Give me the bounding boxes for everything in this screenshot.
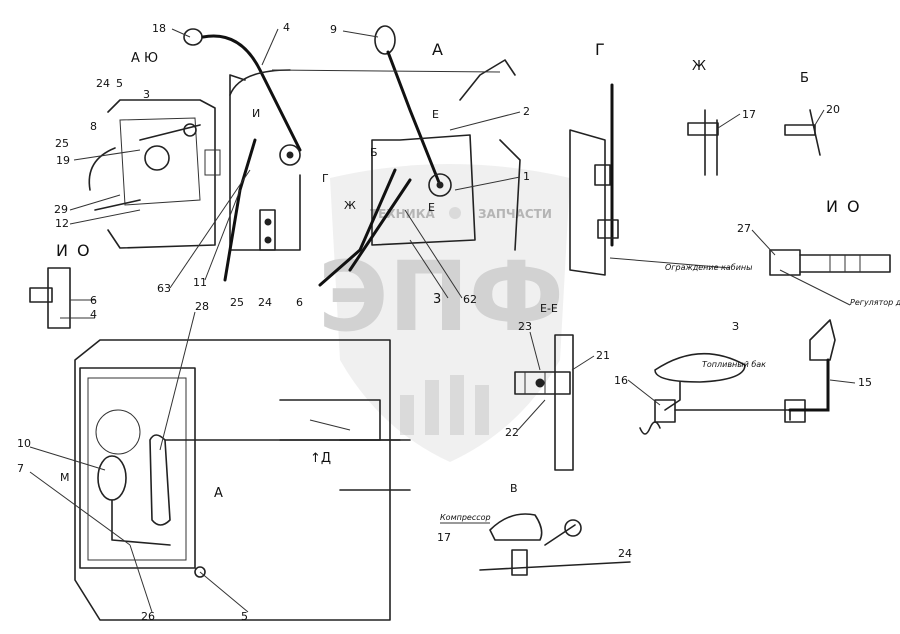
callout-17b: 17 <box>437 531 451 544</box>
callout-5b: 5 <box>241 610 248 623</box>
view-label-b: Б <box>800 71 809 86</box>
callout-g: Г <box>322 172 329 185</box>
callout-17a: 17 <box>742 108 756 121</box>
callout-e2: Е <box>428 201 435 214</box>
callout-20: 20 <box>826 103 840 116</box>
view-label-g: Г <box>595 40 607 59</box>
callout-63: 63 <box>157 282 171 295</box>
callout-7: 7 <box>17 462 24 475</box>
view-label-io-right: И О <box>826 197 862 216</box>
view-label-ee: Е-Е <box>540 302 558 315</box>
gear-icon <box>449 207 461 219</box>
view-label-d-bottom: ↑Д <box>310 451 331 466</box>
lever-9: А <box>271 25 521 287</box>
note-fuel-tank: Топливный бак <box>702 360 766 369</box>
callout-2: 2 <box>523 105 530 118</box>
callout-5: 5 <box>116 77 123 90</box>
callout-6a: 6 <box>90 294 97 307</box>
view-zh: Ж <box>687 59 719 176</box>
callout-24c: 24 <box>618 547 632 560</box>
watermark-brand: ЭПФ <box>318 241 564 353</box>
view-g: Г Ограждение кабины <box>569 40 752 276</box>
view-label-v: В <box>510 482 518 495</box>
view-io-left: И О <box>29 241 95 329</box>
callout-11: 11 <box>193 276 207 289</box>
callout-28: 28 <box>195 300 209 313</box>
callout-b: Б <box>370 146 378 159</box>
callout-8: 8 <box>90 120 97 133</box>
view-label-io-left: И О <box>56 241 92 260</box>
view-label-z: З <box>732 320 739 333</box>
view-label-zh: Ж <box>692 59 706 74</box>
callout-24a: 24 <box>96 77 110 90</box>
callout-12: 12 <box>55 217 69 230</box>
callout-24b: 24 <box>258 296 272 309</box>
callout-19: 19 <box>56 154 70 167</box>
callouts: 18 4 9 2 1 24 5 3 8 25 19 29 12 6 4 63 1… <box>17 21 872 623</box>
callout-9: 9 <box>330 23 337 36</box>
callout-25a: 25 <box>55 137 69 150</box>
note-guard: Ограждение кабины <box>665 263 752 272</box>
cab-plan: ↑Д А М <box>60 339 411 621</box>
callout-21: 21 <box>596 349 610 362</box>
view-label-a: А <box>432 40 445 59</box>
callout-15: 15 <box>858 376 872 389</box>
callout-4: 4 <box>283 21 290 34</box>
watermark-text-right: ЗАПЧАСТИ <box>478 207 552 221</box>
callout-62: 62 <box>463 293 477 306</box>
view-b: Б <box>784 71 821 156</box>
callout-zh: Ж <box>344 199 356 212</box>
view-label-ayu: А Ю <box>131 51 158 66</box>
note-regulator: Регулятор двигателя <box>850 298 900 307</box>
view-label-a-bottom: А <box>214 486 223 501</box>
callout-6b: 6 <box>296 296 303 309</box>
view-label-m: М <box>60 471 70 484</box>
view-z: З Топливный бак <box>639 319 836 435</box>
callout-1: 1 <box>523 170 530 183</box>
callout-3a: 3 <box>143 88 150 101</box>
callout-26: 26 <box>141 610 155 623</box>
view-io-right: И О Регулятор двигателя <box>769 197 900 307</box>
callout-18: 18 <box>152 22 166 35</box>
callout-10: 10 <box>17 437 31 450</box>
callout-4b: 4 <box>90 308 97 321</box>
watermark-text-left: ТЕХНИКА <box>370 207 436 221</box>
callout-3b: 3 <box>433 292 441 307</box>
callout-i: И <box>252 107 260 120</box>
note-compressor: Компрессор <box>440 513 491 522</box>
callout-25b: 25 <box>230 296 244 309</box>
callout-22: 22 <box>505 426 519 439</box>
callout-23: 23 <box>518 320 532 333</box>
view-ee: Е-Е <box>514 302 574 471</box>
view-ayu: А Ю <box>88 51 221 249</box>
view-v: В Компрессор <box>440 482 631 576</box>
callout-e1: Е <box>432 108 439 121</box>
callout-16: 16 <box>614 374 628 387</box>
callout-29: 29 <box>54 203 68 216</box>
lever-18 <box>183 28 302 282</box>
wheat-icon <box>400 375 489 435</box>
callout-27: 27 <box>737 222 751 235</box>
